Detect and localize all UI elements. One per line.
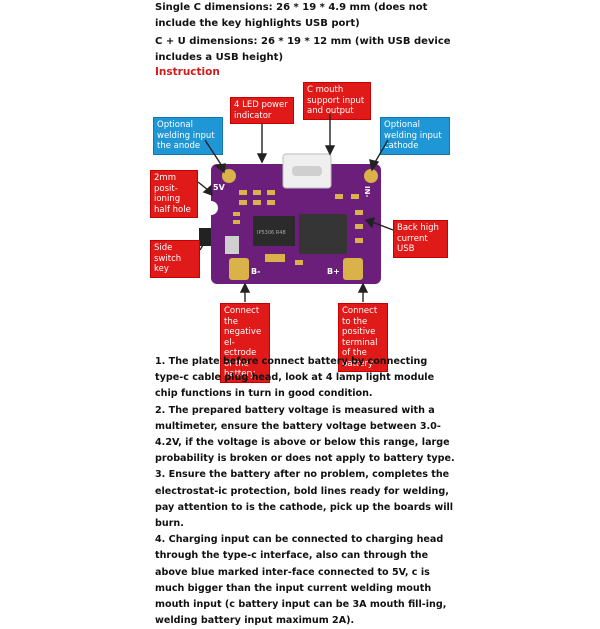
pad-5v bbox=[222, 169, 236, 183]
callout-optional-anode: Optional welding input the anode bbox=[153, 117, 223, 155]
label-b-plus: B+ bbox=[327, 267, 340, 276]
ip5306-chip bbox=[253, 216, 295, 246]
callout-negative-electrode: Connect the negative el-ectrode of the b… bbox=[220, 303, 270, 383]
c-u-dimensions: C + U dimensions: 26 * 19 * 12 mm (with … bbox=[155, 36, 451, 63]
callout-half-hole: 2mm posit-ioning half hole bbox=[150, 170, 198, 218]
mosfet-chip bbox=[299, 214, 347, 254]
callout-optional-cathode: Optional welding input cathode bbox=[380, 117, 450, 155]
callout-arrows bbox=[197, 114, 394, 302]
instruction-item: 2. The prepared battery voltage is measu… bbox=[155, 404, 455, 465]
callout-side-switch: Side switch key bbox=[150, 240, 200, 278]
instruction-list: 1. The plate before connect battery by c… bbox=[155, 354, 455, 629]
label-in-minus: IN- bbox=[363, 186, 371, 197]
callout-back-usb: Back high current USB bbox=[393, 220, 448, 258]
pad-b-plus bbox=[343, 258, 363, 280]
label-5v: 5V bbox=[213, 183, 226, 192]
chip-label: IP5306 R48 bbox=[257, 230, 286, 236]
label-b-minus: B- bbox=[251, 267, 260, 276]
callout-led-indicator: 4 LED power indicator bbox=[230, 97, 294, 124]
instruction-item: 1. The plate before connect battery by c… bbox=[155, 356, 435, 400]
single-c-dimensions: Single C dimensions: 26 * 19 * 4.9 mm (d… bbox=[155, 2, 428, 29]
instruction-item: 4. Charging input can be connected to ch… bbox=[155, 534, 447, 627]
callout-c-mouth: C mouth support input and output bbox=[303, 82, 371, 120]
pad-b-minus bbox=[229, 258, 249, 280]
callout-positive-terminal: Connect to the positive terminal of the … bbox=[338, 303, 388, 372]
instruction-title: Instruction bbox=[155, 66, 220, 78]
instruction-item: 3. Ensure the battery after no problem, … bbox=[155, 469, 454, 530]
pad-in-minus bbox=[364, 169, 378, 183]
positioning-half-hole bbox=[204, 201, 218, 215]
